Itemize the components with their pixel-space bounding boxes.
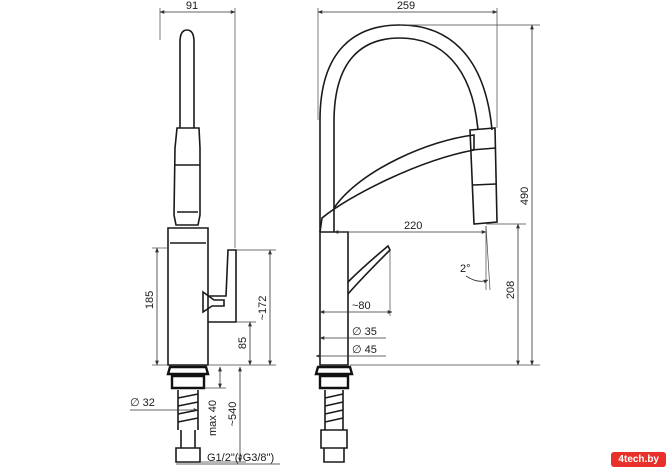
dim-208-label: 208 bbox=[505, 281, 517, 299]
front-body bbox=[319, 231, 349, 366]
front-spout-arm bbox=[319, 134, 475, 233]
thread-label: G1/2"(*G3/8") bbox=[207, 452, 274, 464]
angle-label: 2° bbox=[460, 263, 471, 275]
front-handle bbox=[347, 244, 391, 295]
front-spray-head bbox=[469, 127, 498, 225]
side-base-nut bbox=[166, 365, 210, 390]
watermark-logo: 4tech.by bbox=[611, 452, 666, 467]
front-hose-arch-inner bbox=[333, 37, 479, 232]
front-threaded-rod bbox=[324, 390, 344, 430]
side-hose bbox=[175, 430, 201, 463]
dim-32-label: ∅ 32 bbox=[130, 397, 155, 409]
side-body-column bbox=[167, 227, 209, 366]
dim-35-label: ∅ 35 bbox=[352, 326, 377, 338]
dim-91-label: 91 bbox=[186, 0, 198, 12]
front-base-nut bbox=[314, 365, 354, 390]
dim-220-label: 220 bbox=[404, 220, 422, 232]
front-view: 259 490 220 208 2° ~80 ∅ 35 ∅ 45 bbox=[314, 0, 540, 463]
dim-40-label: max 40 bbox=[207, 400, 219, 436]
side-spout-rod bbox=[179, 29, 195, 128]
dim-540-label: ~540 bbox=[227, 402, 239, 427]
dim-45-label: ∅ 45 bbox=[352, 344, 377, 356]
side-handle-lever bbox=[208, 249, 237, 323]
angle-axis-tilted bbox=[485, 225, 491, 291]
angle-arc bbox=[465, 275, 489, 284]
dim-490-label: 490 bbox=[519, 187, 531, 205]
front-head-joint bbox=[470, 147, 497, 151]
dim-85-label: 85 bbox=[237, 337, 249, 349]
dim-185-label: 185 bbox=[144, 291, 156, 309]
dim-172-label: ~172 bbox=[257, 296, 269, 321]
dim-259-label: 259 bbox=[397, 0, 415, 12]
side-handle-cartridge bbox=[202, 290, 225, 314]
front-head-button bbox=[472, 183, 497, 186]
side-spray-head bbox=[173, 127, 201, 226]
side-view: 91 185 ~172 85 max 40 ~540 ∅ 32 G1/2"(*G… bbox=[130, 0, 280, 465]
front-hose bbox=[320, 429, 348, 463]
dim-80-label: ~80 bbox=[352, 300, 371, 312]
